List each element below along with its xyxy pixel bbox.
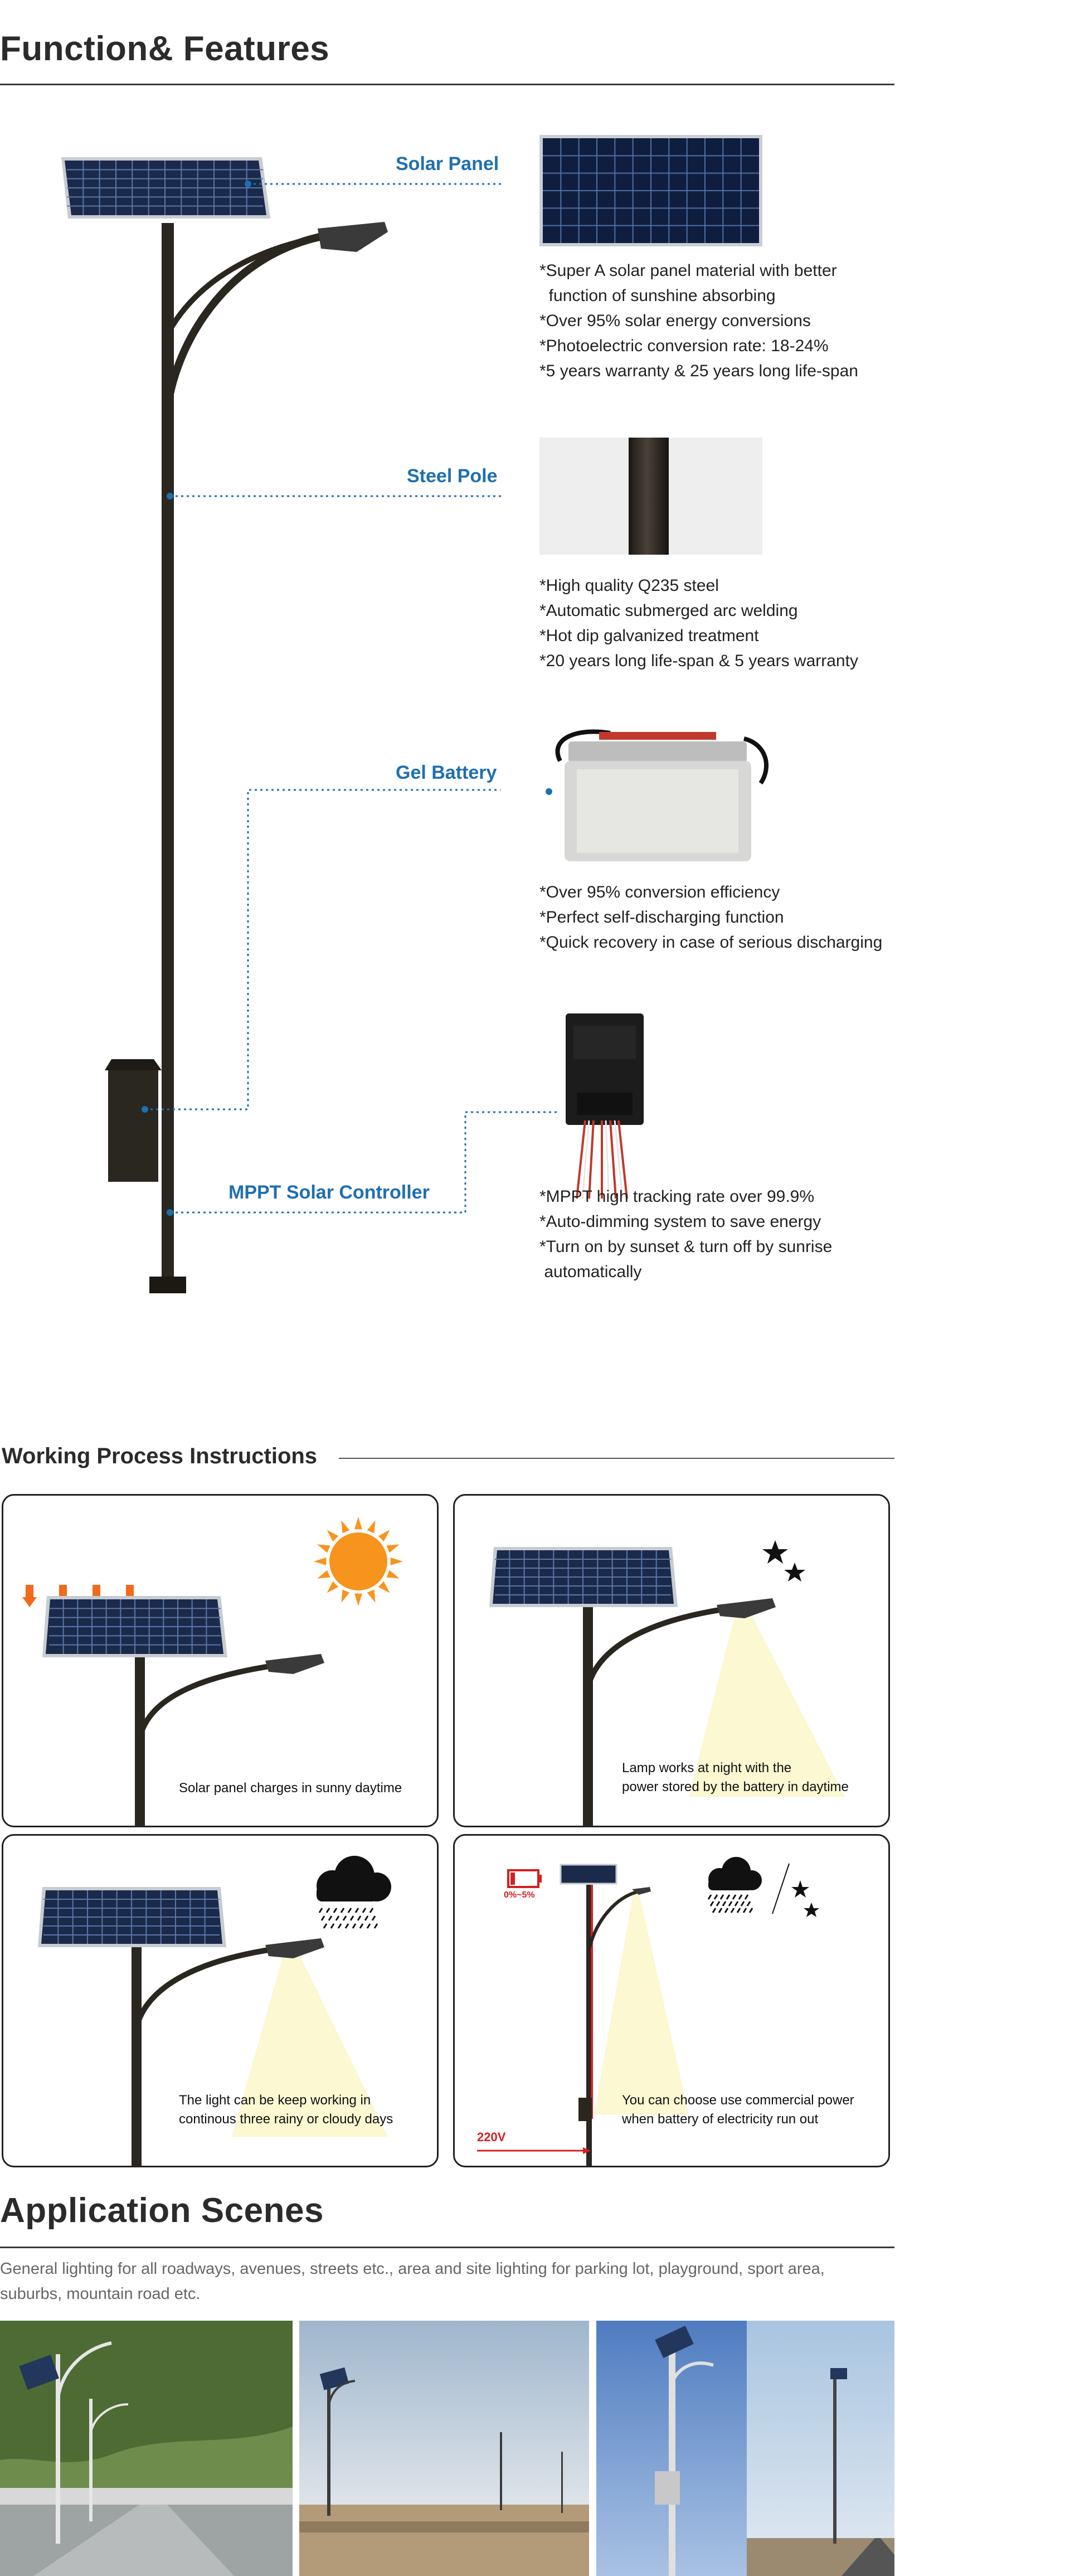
gel-battery-label: Gel Battery bbox=[396, 762, 497, 783]
power-220v-label: 220V bbox=[477, 2130, 506, 2144]
scene-roadside-lights bbox=[596, 2321, 894, 2576]
features-title-rule bbox=[0, 84, 894, 85]
street-light-illustration bbox=[61, 157, 388, 1293]
scene-mountain-road bbox=[0, 2321, 293, 2576]
rain-cloud-icon bbox=[317, 1856, 391, 1929]
features-title: Function& Features bbox=[0, 30, 330, 68]
process-panel-rainy: The light can be keep working in contino… bbox=[2, 1834, 439, 2167]
solar-panel-label: Solar Panel bbox=[396, 153, 499, 174]
battery-box-graphic bbox=[105, 1059, 162, 1182]
application-title: Application Scenes bbox=[0, 2191, 324, 2230]
mppt-controller-image bbox=[566, 1013, 644, 1199]
commercial-power-caption: You can choose use commercial power when… bbox=[622, 2093, 854, 2127]
process-title: Working Process Instructions bbox=[2, 1444, 318, 1468]
gel-battery-image bbox=[555, 729, 769, 861]
connector-lines bbox=[142, 181, 557, 1216]
sun-icon bbox=[314, 1517, 403, 1606]
process-panel-sunny: Solar panel charges in sunny daytime bbox=[2, 1494, 439, 1827]
lamp-head bbox=[318, 222, 388, 252]
night-illustration bbox=[489, 1518, 865, 1826]
night-caption: Lamp works at night with the power store… bbox=[622, 1760, 849, 1794]
pole-base bbox=[149, 1277, 186, 1293]
process-panel-commercial-power: 0%~5% 220V You can choose use commercial… bbox=[453, 1834, 890, 2167]
rain-cloud-icon bbox=[707, 1857, 762, 1913]
steel-pole-features: *High quality Q235 steel *Automatic subm… bbox=[539, 576, 858, 670]
rainy-caption: The light can be keep working in contino… bbox=[179, 2093, 393, 2127]
process-panel-night: Lamp works at night with the power store… bbox=[453, 1494, 890, 1827]
steel-pole-label: Steel Pole bbox=[407, 465, 498, 487]
steel-pole-image bbox=[539, 438, 762, 555]
moon-stars-icon bbox=[762, 1518, 865, 1583]
pole-shaft bbox=[162, 223, 174, 1282]
sunny-illustration bbox=[22, 1517, 403, 1826]
mppt-controller-label: MPPT Solar Controller bbox=[228, 1182, 430, 1203]
moon-stars-icon bbox=[791, 1864, 858, 1917]
battery-level-label: 0%~5% bbox=[504, 1890, 535, 1900]
solar-panel-image bbox=[539, 135, 762, 246]
controller-features: *MPPT high tracking rate over 99.9% *Aut… bbox=[539, 1187, 833, 1281]
process-title-rule bbox=[339, 1458, 894, 1459]
sunny-caption: Solar panel charges in sunny daytime bbox=[179, 1781, 402, 1796]
solar-panel-features: *Super A solar panel material with bette… bbox=[539, 261, 858, 380]
scene-desert-road bbox=[299, 2321, 589, 2576]
rainy-illustration bbox=[38, 1856, 391, 2166]
gel-battery-features: *Over 95% conversion efficiency *Perfect… bbox=[539, 883, 883, 952]
application-description: General lighting for all roadways, avenu… bbox=[0, 2260, 825, 2303]
application-title-rule bbox=[0, 2247, 894, 2248]
commercial-power-illustration bbox=[477, 1857, 858, 2166]
low-battery-icon bbox=[507, 1869, 542, 1888]
